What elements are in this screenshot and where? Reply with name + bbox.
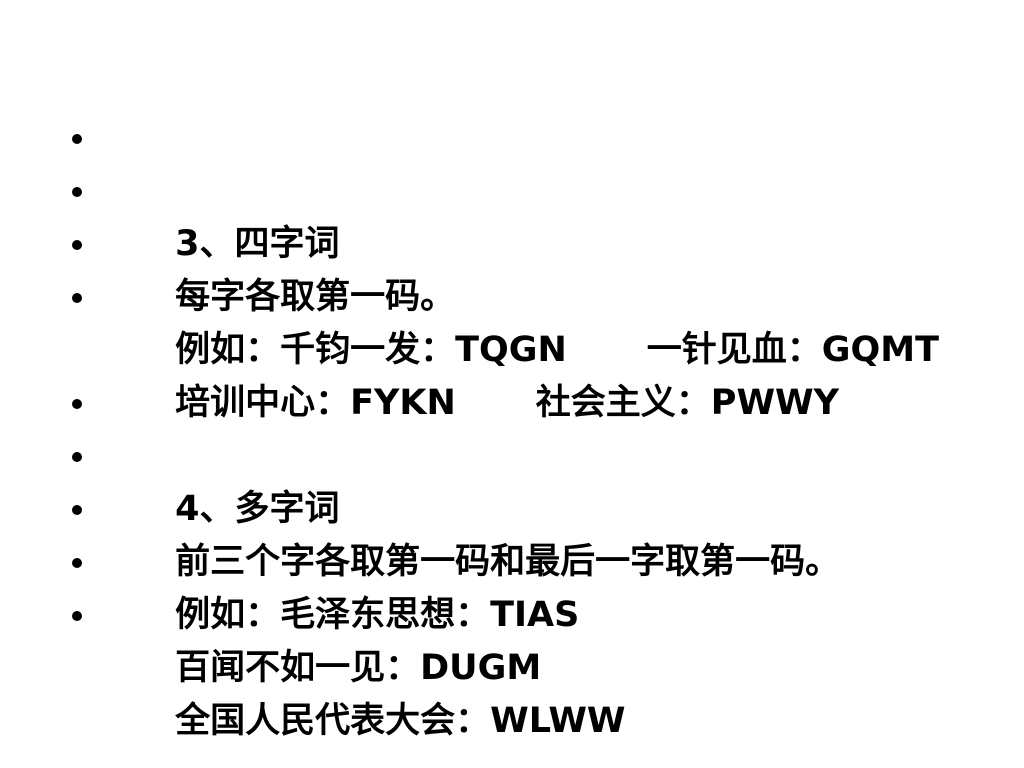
bullet-icon (72, 611, 82, 621)
rule-text: 每字各取第一码。 (175, 277, 456, 317)
bullet-icon (72, 452, 82, 462)
list-item: 例如：毛泽东思想：TIAS (68, 483, 939, 635)
bullet-icon (72, 240, 82, 250)
bullet-list: 3、四字词 每字各取第一码。 例如：千钧一发：TQGN 一针见血：GQMT 培训中… (68, 112, 939, 741)
list-item: 百闻不如一见：DUGM (68, 536, 939, 688)
bullet-icon (72, 134, 82, 144)
heading-multi-char-words: 4、多字词 (175, 489, 340, 529)
list-item: 全国人民代表大会：WLWW (68, 589, 939, 741)
list-item: 例如：千钧一发：TQGN 一针见血：GQMT (68, 218, 939, 370)
list-item: 3、四字词 (68, 112, 939, 264)
rule-text: 前三个字各取第一码和最后一字取第一码。 (175, 542, 841, 582)
list-item: 前三个字各取第一码和最后一字取第一码。 (68, 430, 939, 582)
bullet-icon (72, 293, 82, 303)
bullet-icon (72, 187, 82, 197)
list-item: 培训中心：FYKN 社会主义：PWWY (68, 271, 939, 423)
example-text: 例如：毛泽东思想：TIAS (175, 595, 580, 635)
bullet-icon (72, 399, 82, 409)
example-text: 百闻不如一见：DUGM (175, 648, 542, 688)
example-text: 全国人民代表大会：WLWW (175, 701, 626, 741)
example-text: 培训中心：FYKN (175, 383, 456, 423)
example-text: 一针见血：GQMT (646, 330, 939, 370)
bullet-icon (72, 558, 82, 568)
list-item: 每字各取第一码。 (68, 165, 939, 317)
list-item: 4、多字词 (68, 377, 939, 529)
bullet-icon (72, 505, 82, 515)
example-text: 社会主义：PWWY (535, 383, 840, 423)
example-text: 例如：千钧一发：TQGN (175, 330, 567, 370)
heading-four-char-words: 3、四字词 (175, 224, 340, 264)
